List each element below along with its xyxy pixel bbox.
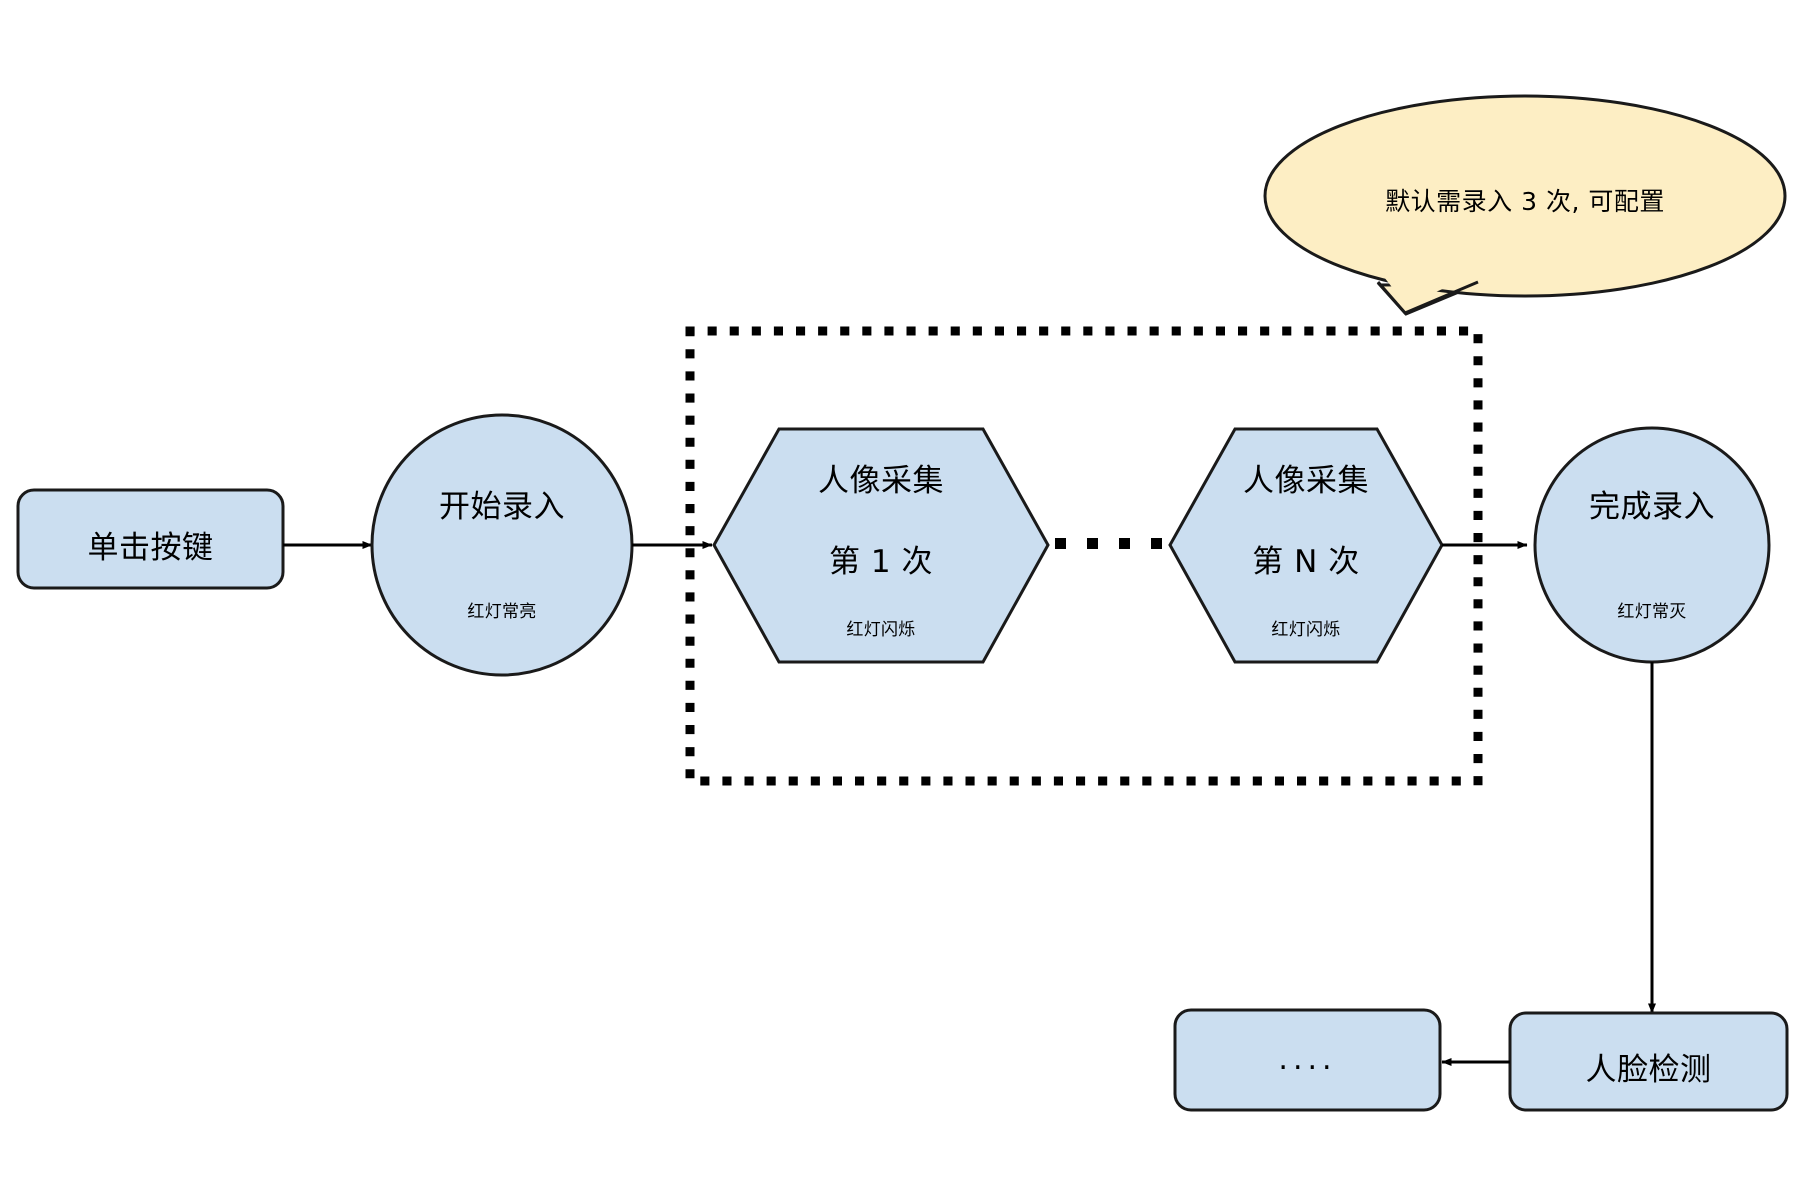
capture-loop-group-border xyxy=(685,326,1483,786)
node-finish-enroll[interactable] xyxy=(1533,426,1771,664)
node-capture-nth[interactable] xyxy=(1168,427,1444,664)
node-click-button[interactable] xyxy=(16,488,285,590)
callout-tail-fill xyxy=(1384,277,1470,305)
node-more-steps[interactable] xyxy=(1173,1008,1442,1112)
capture-ellipsis-dots xyxy=(1055,538,1162,549)
node-face-detect[interactable] xyxy=(1508,1011,1789,1112)
callout-tail-cover xyxy=(1376,280,1479,315)
callout-bubble xyxy=(1263,94,1787,298)
node-capture-first[interactable] xyxy=(712,427,1050,664)
node-start-enroll[interactable] xyxy=(370,413,634,677)
